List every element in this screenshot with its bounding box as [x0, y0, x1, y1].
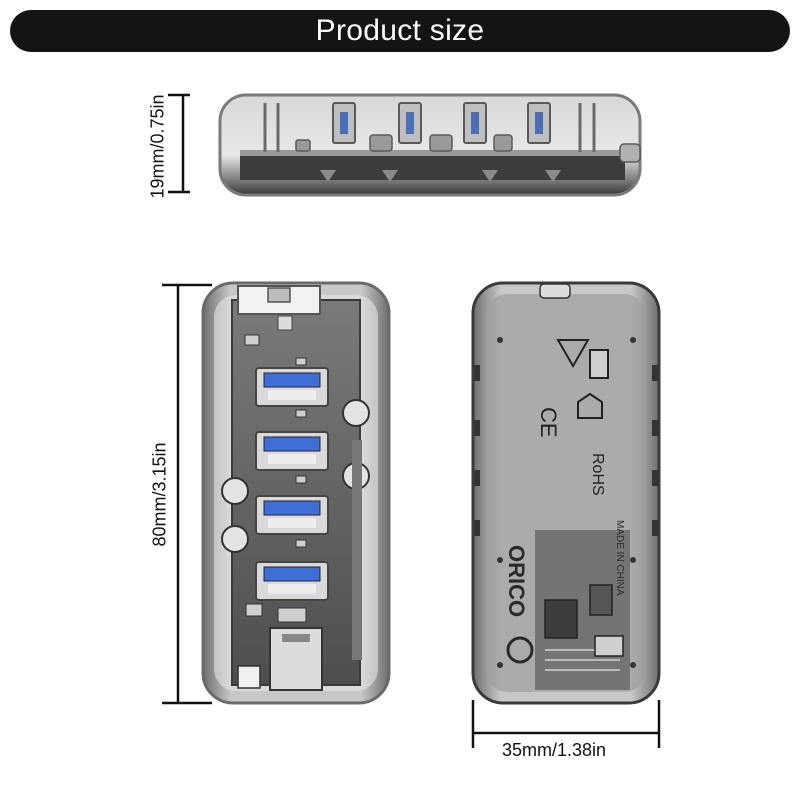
front-view	[201, 281, 391, 705]
brand-logo-icon	[506, 636, 534, 664]
width-dimension-line	[471, 700, 661, 748]
svg-text:CE: CE	[536, 407, 561, 438]
svg-text:RoHS: RoHS	[589, 453, 606, 496]
width-dimension-label: 35mm/1.38in	[502, 740, 607, 760]
brand-logo-text: ORICO	[504, 545, 529, 617]
front-usb-port	[255, 431, 329, 471]
certification-marks: CE RoHS	[536, 339, 609, 496]
front-usb-port	[255, 367, 329, 407]
height-dimension-line	[168, 93, 190, 194]
side-view	[218, 93, 642, 197]
front-usb-port	[255, 495, 329, 535]
title-bar: Product size	[10, 10, 790, 52]
page-title: Product size	[315, 14, 485, 47]
front-capacitors	[221, 399, 370, 553]
length-dimension-line	[162, 283, 212, 705]
back-view: CE RoHS	[471, 281, 661, 705]
origin-text: MADE IN CHINA	[614, 520, 625, 596]
front-usb-port	[255, 561, 329, 601]
